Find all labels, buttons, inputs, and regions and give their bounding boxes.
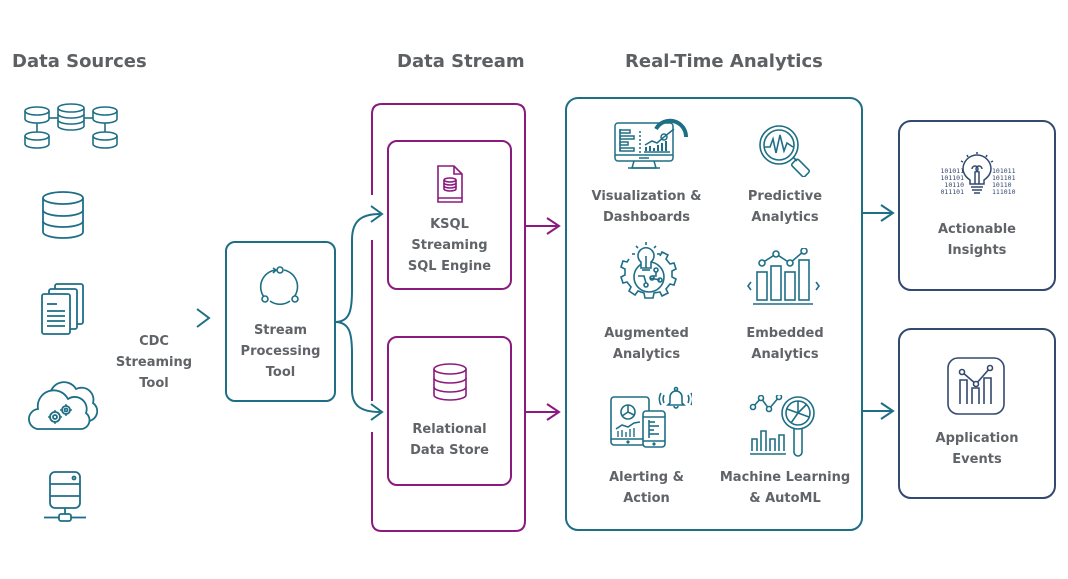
machine-learning-label: Machine Learning & AutoML [712,467,858,509]
cycle-icon [259,266,299,305]
fork-connector [334,205,384,421]
visualization-line1: Visualization & [591,189,702,204]
ksql-box [387,140,512,290]
insights-line2: Insights [947,243,1007,258]
stream-to-analytics-arrows [525,217,561,421]
events-box [898,328,1056,499]
insights-box [898,120,1056,291]
machine-learning-line2: & AutoML [749,491,821,506]
binary-left-2: 10110 [944,181,964,189]
relational-label: Relational Data Store [388,419,511,461]
ksql-line3: SQL Engine [407,259,492,274]
ml-chart-magnifier-icon [749,395,815,457]
magnifier-pulse-icon [759,125,811,177]
sql-file-icon [437,165,463,203]
machine-learning-line1: Machine Learning [719,470,851,485]
ksql-label: KSQL Streaming SQL Engine [388,214,511,277]
embedded-line1: Embedded [746,326,824,341]
analytics-to-outputs-arrows [862,204,895,420]
binary-left: 101011 101101 10110 011101 [930,168,964,196]
visualization-line2: Dashboards [602,210,691,225]
predictive-label: Predictive Analytics [720,186,850,228]
alerting-line2: Action [623,491,670,506]
binary-right: 101011 101101 10110 111010 [992,168,1026,196]
server-network-icon [44,471,86,522]
binary-left-3: 011101 [940,188,964,196]
alerting-label: Alerting & Action [580,467,713,509]
lightbulb-icon [960,152,994,194]
cdc-arrow [102,308,211,328]
cdc-streaming-tool-label: CDC Streaming Tool [112,331,196,394]
data-sources-heading: Data Sources [12,51,147,72]
data-stream-container [371,103,526,532]
visualization-label: Visualization & Dashboards [580,186,713,228]
app-chart-icon [947,357,1005,415]
stream-processing-label: Stream Processing Tool [226,320,335,383]
lightbulb-binary-icon: 101011 101101 10110 011101 101011 101101… [930,152,1040,202]
relational-database-icon [433,363,467,401]
embedded-line2: Analytics [751,347,819,362]
application-events-label: Application Events [899,428,1055,470]
augmented-line2: Analytics [612,347,681,362]
binary-right-1: 101101 [992,174,1016,182]
stream-processing-line3: Tool [265,365,296,380]
stream-processing-line2: Processing [240,344,321,359]
relational-box [387,336,512,486]
events-line1: Application [935,431,1019,446]
actionable-insights-label: Actionable Insights [899,219,1055,261]
events-line2: Events [952,452,1002,467]
embedded-chart-icon [747,248,820,305]
devices-bell-icon [610,386,692,448]
relational-line1: Relational [412,422,487,437]
relational-line2: Data Store [410,443,489,458]
distributed-database-icon [24,103,118,149]
insights-line1: Actionable [938,222,1016,237]
stream-processing-line1: Stream [253,323,308,338]
predictive-line2: Analytics [751,210,819,225]
binary-right-3: 111010 [992,188,1016,196]
augmented-line1: Augmented [604,326,689,341]
cdc-line1: CDC [139,334,169,349]
ksql-line1: KSQL [430,217,469,232]
alerting-line1: Alerting & [609,470,684,485]
binary-left-1: 101101 [940,174,964,182]
binary-left-0: 101011 [940,167,964,175]
augmented-label: Augmented Analytics [580,323,713,365]
database-icon [42,191,84,239]
binary-right-2: 10110 [992,181,1012,189]
cdc-line3: Tool [139,376,169,391]
ksql-line2: Streaming [411,238,488,253]
embedded-label: Embedded Analytics [720,323,850,365]
documents-icon [41,283,84,335]
gear-lightbulb-icon [620,242,677,299]
monitor-dashboard-icon [614,118,688,169]
cloud-gears-icon [28,381,98,430]
data-stream-heading: Data Stream [397,51,525,72]
cdc-line2: Streaming [115,355,193,370]
analytics-box [565,97,863,531]
real-time-analytics-heading: Real-Time Analytics [625,51,823,72]
predictive-line1: Predictive [747,189,823,204]
binary-right-0: 101011 [992,167,1016,175]
